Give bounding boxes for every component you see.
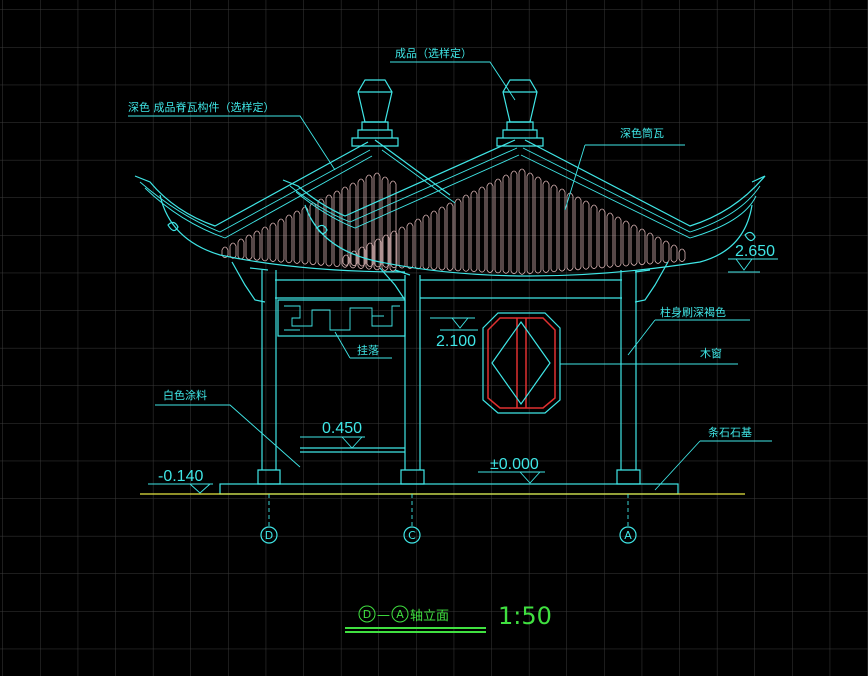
tile xyxy=(470,190,478,273)
tile xyxy=(253,230,261,261)
drawing-title: D — A 轴立面 1:50 xyxy=(345,602,552,633)
tile xyxy=(430,210,438,271)
tile xyxy=(341,186,349,268)
tile xyxy=(646,232,654,265)
finial-left xyxy=(351,79,399,147)
tile xyxy=(534,176,542,274)
elevation-marks xyxy=(148,258,778,494)
tile xyxy=(638,228,646,266)
tile xyxy=(317,198,325,266)
tile xyxy=(542,180,550,273)
tile xyxy=(590,204,598,269)
tile xyxy=(606,212,614,268)
tile xyxy=(670,244,678,263)
tile xyxy=(350,250,358,267)
tile xyxy=(598,208,606,269)
bracket-center xyxy=(379,267,411,301)
tile xyxy=(245,234,253,261)
title-axis-to: A xyxy=(396,608,404,621)
tile xyxy=(366,242,374,267)
title-scale: 1:50 xyxy=(498,602,552,630)
label-finial: 成品（选样定） xyxy=(395,46,472,60)
tile xyxy=(373,172,381,271)
elevation-eave: 2.650 xyxy=(735,243,775,260)
right-roof xyxy=(282,139,766,277)
bracket-right xyxy=(634,261,669,303)
tile xyxy=(277,218,285,263)
tile xyxy=(654,236,662,264)
axis-a: A xyxy=(624,529,632,542)
tile xyxy=(486,182,494,273)
tile xyxy=(630,224,638,266)
tile xyxy=(349,182,357,269)
tile xyxy=(365,174,373,270)
tile xyxy=(518,168,526,275)
tile xyxy=(462,194,470,272)
title-text: 轴立面 xyxy=(410,609,449,624)
tile xyxy=(269,222,277,262)
axis-markers: D C A xyxy=(260,494,637,544)
tile xyxy=(389,180,397,272)
tile xyxy=(390,230,398,269)
tile xyxy=(438,206,446,271)
elevation-floor: ±0.000 xyxy=(490,456,539,473)
tile xyxy=(301,206,309,265)
finial-right xyxy=(496,79,544,147)
beams xyxy=(275,279,622,299)
tile xyxy=(494,178,502,274)
elevation-lintel: 2.100 xyxy=(436,333,476,350)
elevation-ground: -0.140 xyxy=(158,468,203,485)
leader-lines xyxy=(128,61,772,491)
label-column-paint: 柱身刷深褐色 xyxy=(660,305,726,319)
label-barrel-tile: 深色筒瓦 xyxy=(620,126,664,140)
tile xyxy=(446,202,454,271)
tile xyxy=(293,210,301,264)
tile xyxy=(678,248,686,262)
roof-tiles xyxy=(221,168,686,275)
tile xyxy=(358,246,366,267)
bracket-left xyxy=(231,261,269,303)
label-hanging-fascia: 挂落 xyxy=(357,343,379,357)
tile xyxy=(614,216,622,268)
tile xyxy=(261,226,269,262)
label-ridge-tile: 深色 成品脊瓦构件（选样定） xyxy=(128,100,275,114)
tile xyxy=(502,174,510,274)
tile xyxy=(662,240,670,264)
tile xyxy=(558,188,566,272)
tile xyxy=(374,238,382,268)
tile xyxy=(342,254,350,266)
tile xyxy=(510,170,518,275)
axis-d: D xyxy=(265,529,273,542)
tile xyxy=(325,194,333,267)
tile xyxy=(550,184,558,273)
tile xyxy=(285,214,293,264)
tile xyxy=(357,178,365,269)
tile xyxy=(333,190,341,268)
tile xyxy=(526,172,534,275)
label-stone-base: 条石石基 xyxy=(708,425,752,439)
axis-c: C xyxy=(408,529,416,542)
tile xyxy=(454,198,462,272)
title-dash: — xyxy=(377,608,390,623)
elevation-bench: 0.450 xyxy=(322,420,362,437)
tile xyxy=(574,196,582,271)
left-roof xyxy=(134,139,456,273)
tile xyxy=(382,234,390,268)
tile xyxy=(622,220,630,267)
tile xyxy=(582,200,590,270)
title-axis-from: D xyxy=(363,608,371,621)
tile xyxy=(381,176,389,271)
label-white-paint: 白色涂料 xyxy=(163,388,207,402)
tile xyxy=(478,186,486,273)
wood-window xyxy=(482,312,561,414)
label-wood-window: 木窗 xyxy=(700,346,722,360)
